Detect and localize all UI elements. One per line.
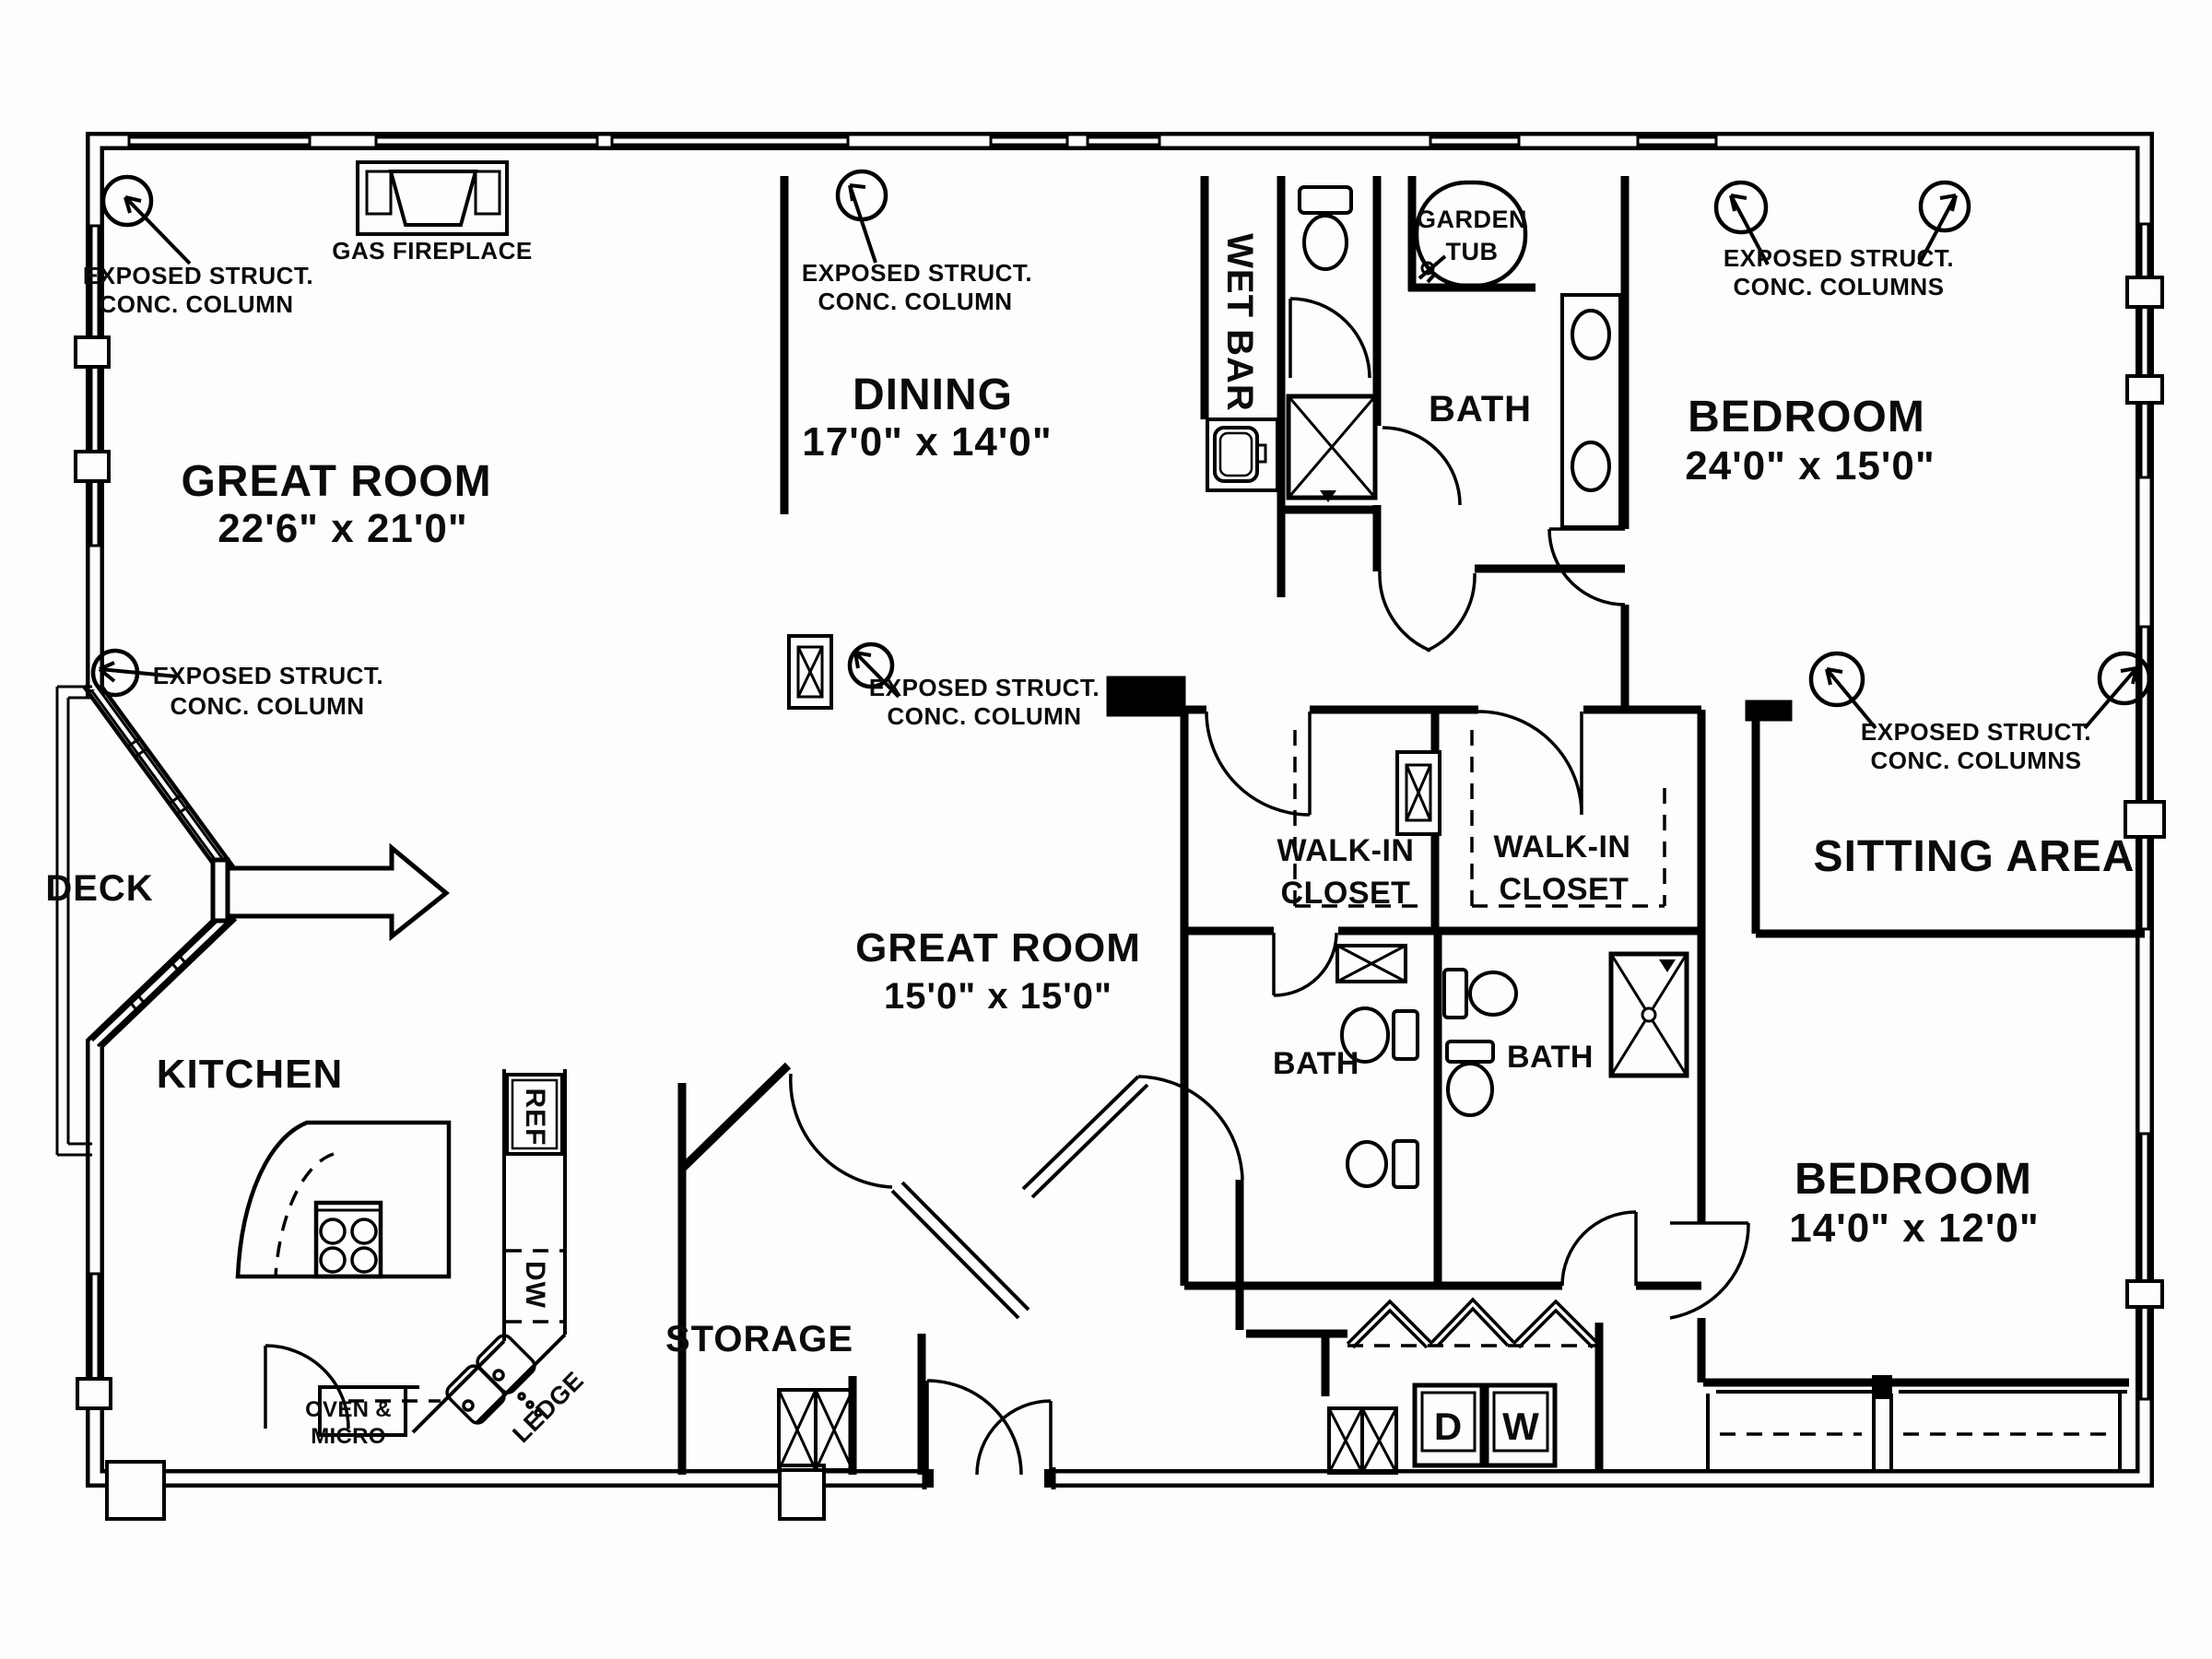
label-garden-tub-2: TUB [1446,238,1499,265]
garden-tub-icon [1414,180,1528,288]
label-bedroom-master-dims: 24'0" x 15'0" [1685,443,1935,488]
labels: GREAT ROOM 22'6" x 21'0" DINING 17'0" x … [45,206,2136,1449]
callout-great-room-1: EXPOSED STRUCT. [83,262,313,289]
laundry [1327,1297,1600,1475]
deck-railing [55,685,92,1157]
column-symbol-dining [835,169,888,264]
left-bath-toilet-icon [1340,1006,1419,1064]
closet-chase-column [1395,750,1441,836]
label-great-room-main: GREAT ROOM [181,457,491,506]
label-bath-right: BATH [1507,1040,1594,1075]
label-dishwasher: DW [520,1261,550,1309]
left-bath-sink-icon [1346,1139,1419,1189]
label-oven-micro-1: OVEN & [305,1397,392,1422]
window-glyphs [86,132,2154,1401]
label-great-room-center: GREAT ROOM [855,925,1141,971]
bedroom2-closets [1706,1375,2127,1469]
label-bath-left: BATH [1273,1046,1359,1081]
column-symbol-deck [90,648,178,698]
plumbing-fixtures [787,180,1689,1189]
callout-bedroom-2: CONC. COLUMNS [1734,273,1945,300]
right-bath-sink-icon [1442,968,1518,1019]
column-symbol-central [847,641,900,699]
column-symbol-bedroom-left [1713,180,1770,265]
label-walkin-left-2: CLOSET [1281,876,1411,911]
callout-central-2: CONC. COLUMN [887,702,1081,730]
label-walkin-right-2: CLOSET [1500,872,1630,907]
dryer-box [1412,1382,1485,1468]
column-symbol-great-room [100,174,192,265]
deck-arrow-pointer [210,842,450,942]
label-dryer: D [1434,1405,1462,1448]
gas-fireplace-icon [356,160,509,236]
label-walkin-right-1: WALK-IN [1494,830,1631,865]
label-deck: DECK [45,868,153,909]
label-great-room-center-dims: 15'0" x 15'0" [884,976,1112,1017]
bath-chase-column [1335,944,1407,983]
column-symbol-sitting-left [1808,651,1877,730]
refrigerator-box [505,1073,564,1156]
callout-bedroom-1: EXPOSED STRUCT. [1724,244,1954,272]
column-callouts [90,169,2152,730]
bifold-doors-icon [1346,1297,1600,1349]
callout-deck-2: CONC. COLUMN [170,692,364,720]
label-walkin-left-1: WALK-IN [1277,833,1415,868]
label-washer: W [1502,1405,1539,1448]
column-symbol-sitting-right [2083,651,2152,730]
label-gas-fireplace: GAS FIREPLACE [332,237,532,265]
right-bath-shower-icon [1608,951,1689,1078]
washer-box [1484,1382,1558,1468]
kitchen-island [235,1120,452,1279]
label-great-room-main-dims: 22'6" x 21'0" [218,506,467,551]
oven-micro-box [318,1385,407,1437]
kitchen-casework [235,1069,567,1437]
callout-sitting-1: EXPOSED STRUCT. [1861,718,2091,746]
label-bath-master: BATH [1429,389,1532,429]
label-bedroom-master: BEDROOM [1688,393,1925,441]
dashed-lines [274,730,2109,1436]
cooktop-icon [313,1200,383,1279]
callout-great-room-2: CONC. COLUMN [99,290,293,318]
central-structural-column [787,634,833,710]
shower-icon [1286,394,1378,502]
callout-deck-1: EXPOSED STRUCT. [153,662,383,689]
exterior-walls [82,132,2154,1489]
label-bedroom-second: BEDROOM [1794,1155,2032,1204]
label-bedroom-second-dims: 14'0" x 12'0" [1789,1206,2039,1251]
label-garden-tub-1: GARDEN [1417,206,1527,233]
label-storage: STORAGE [665,1319,853,1359]
wet-bar-counter [1206,418,1279,492]
callout-dining-1: EXPOSED STRUCT. [802,259,1032,287]
kitchen-sink-icon [445,1334,543,1425]
right-bath-toilet-icon [1445,1040,1495,1117]
toilet-icon [1298,185,1353,271]
sliding-glass-diagonals [890,1075,1149,1320]
double-vanity-icon [1560,293,1622,529]
label-oven-micro-2: MICRO [311,1424,386,1449]
callout-sitting-2: CONC. COLUMNS [1871,747,2082,774]
callout-dining-2: CONC. COLUMN [818,288,1012,315]
entry-closets [777,1388,854,1472]
interior-walls [677,176,2145,1475]
label-kitchen: KITCHEN [157,1052,344,1097]
label-dining: DINING [853,371,1013,419]
label-wet-bar: WET BAR [1219,233,1260,412]
column-symbol-bedroom-right [1917,180,1971,265]
wall-column-blocks [74,276,2166,1521]
label-sitting-area: SITTING AREA [1814,832,2136,881]
label-refrigerator: REF [520,1088,550,1147]
callout-central-1: EXPOSED STRUCT. [869,674,1100,701]
label-dining-dims: 17'0" x 14'0" [802,419,1052,465]
